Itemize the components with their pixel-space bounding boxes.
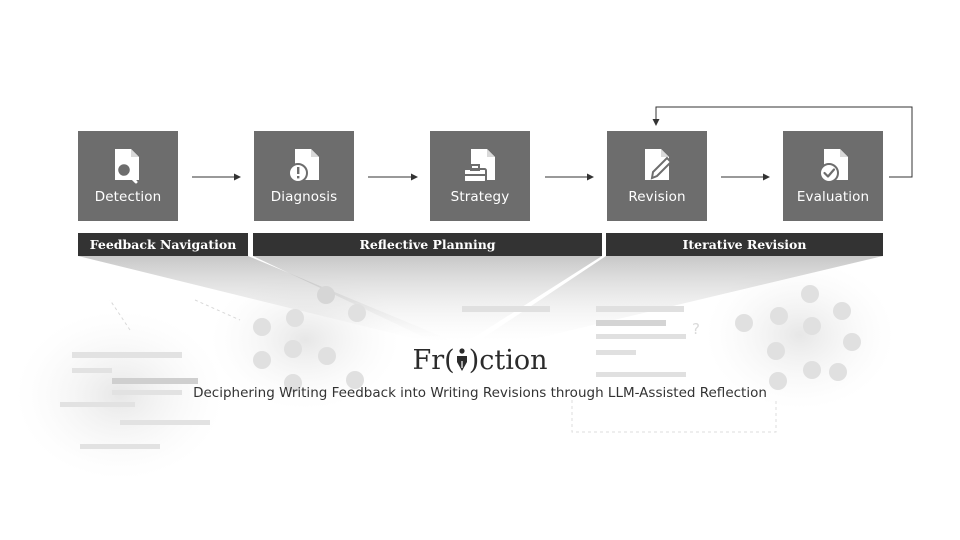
friction-logo: Fr( )ction (380, 338, 580, 382)
stage-strategy: Strategy (430, 131, 530, 221)
document-alert-icon (288, 149, 319, 183)
faded-sketch-right: ? (571, 285, 861, 433)
document-edit-icon (645, 149, 673, 180)
stage-detection: Detection (78, 131, 178, 221)
stage-label-detection: Detection (94, 189, 162, 205)
svg-text:?: ? (692, 320, 700, 338)
stage-evaluation: Evaluation (783, 131, 883, 221)
pen-nib-icon (456, 348, 467, 371)
stage-label-evaluation: Evaluation (796, 189, 870, 205)
phase-label: Feedback Navigation (89, 237, 237, 252)
stage-label-revision: Revision (628, 189, 686, 205)
phase-feedback-navigation: Feedback Navigation (78, 233, 248, 256)
document-toolbox-icon (463, 149, 495, 183)
stage-label-strategy: Strategy (450, 189, 510, 205)
phase-reflective-planning: Reflective Planning (253, 233, 602, 256)
logo-suffix: )ction (468, 344, 548, 376)
stage-diagnosis: Diagnosis (254, 131, 354, 221)
document-check-icon (819, 149, 848, 183)
subtitle: Deciphering Writing Feedback into Writin… (193, 385, 767, 401)
stage-revision: Revision (607, 131, 707, 221)
phase-iterative-revision: Iterative Revision (606, 233, 883, 256)
faded-sketch-middle (253, 286, 686, 392)
logo-prefix: Fr( (412, 344, 455, 376)
phase-label: Iterative Revision (682, 237, 807, 252)
phase-label: Reflective Planning (359, 237, 496, 252)
faded-sketch-left (60, 299, 241, 449)
stage-label-diagnosis: Diagnosis (270, 189, 338, 205)
document-search-icon (115, 149, 139, 184)
